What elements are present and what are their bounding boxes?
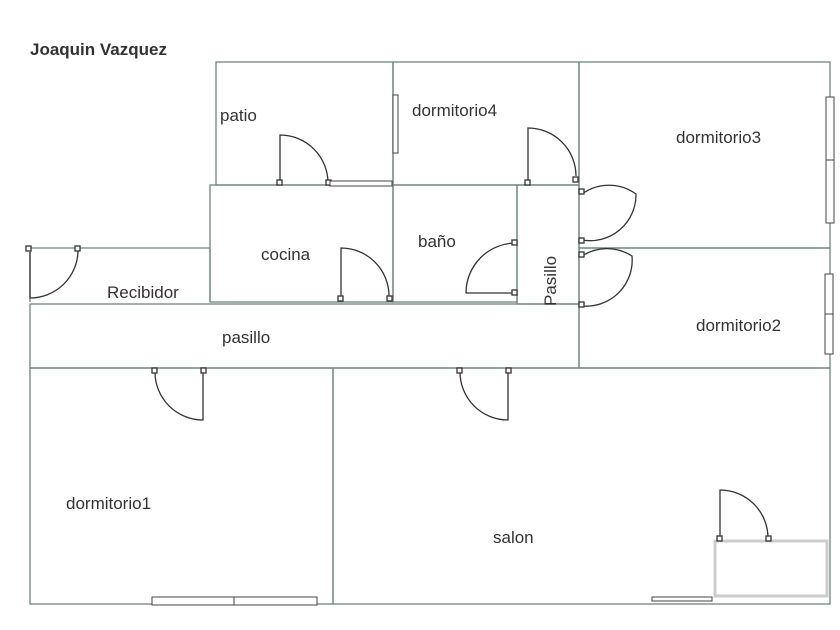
door-bano xyxy=(465,239,518,296)
room-dormitorio1 xyxy=(29,367,334,605)
room-dormitorio4 xyxy=(392,61,580,186)
door-dormitorio4 xyxy=(524,127,579,186)
label-recibidor: Recibidor xyxy=(107,283,179,302)
label-pasillo-vertical: Pasillo xyxy=(541,255,560,306)
room-dormitorio2 xyxy=(578,247,831,369)
room-dormitorio3 xyxy=(578,61,831,249)
label-dormitorio1: dormitorio1 xyxy=(66,494,152,513)
closet xyxy=(713,539,829,598)
room-cocina xyxy=(209,184,394,303)
label-salon: salon xyxy=(493,528,534,547)
window-dormitorio4 xyxy=(392,94,399,154)
door-dormitorio1 xyxy=(151,367,207,421)
label-patio: patio xyxy=(220,106,257,125)
label-dormitorio3: dormitorio3 xyxy=(676,128,762,147)
door-recibidor xyxy=(25,245,81,299)
windows xyxy=(151,94,835,606)
doors xyxy=(25,127,772,542)
room-salon xyxy=(332,367,831,605)
label-pasillo: pasillo xyxy=(222,328,271,347)
label-dormitorio4: dormitorio4 xyxy=(412,101,498,120)
door-salon xyxy=(456,367,512,421)
label-cocina: cocina xyxy=(261,245,311,264)
owner-title: Joaquin Vazquez xyxy=(30,40,167,59)
door-cocina xyxy=(337,247,393,302)
window-salon xyxy=(651,596,713,602)
label-dormitorio2: dormitorio2 xyxy=(696,316,782,335)
door-dormitorio3 xyxy=(578,184,637,244)
door-dormitorio2 xyxy=(578,247,633,308)
label-bano: baño xyxy=(418,232,456,251)
door-closet xyxy=(716,489,772,542)
door-patio xyxy=(276,134,332,186)
room-pasillo xyxy=(29,303,580,369)
window-patio xyxy=(329,180,393,187)
